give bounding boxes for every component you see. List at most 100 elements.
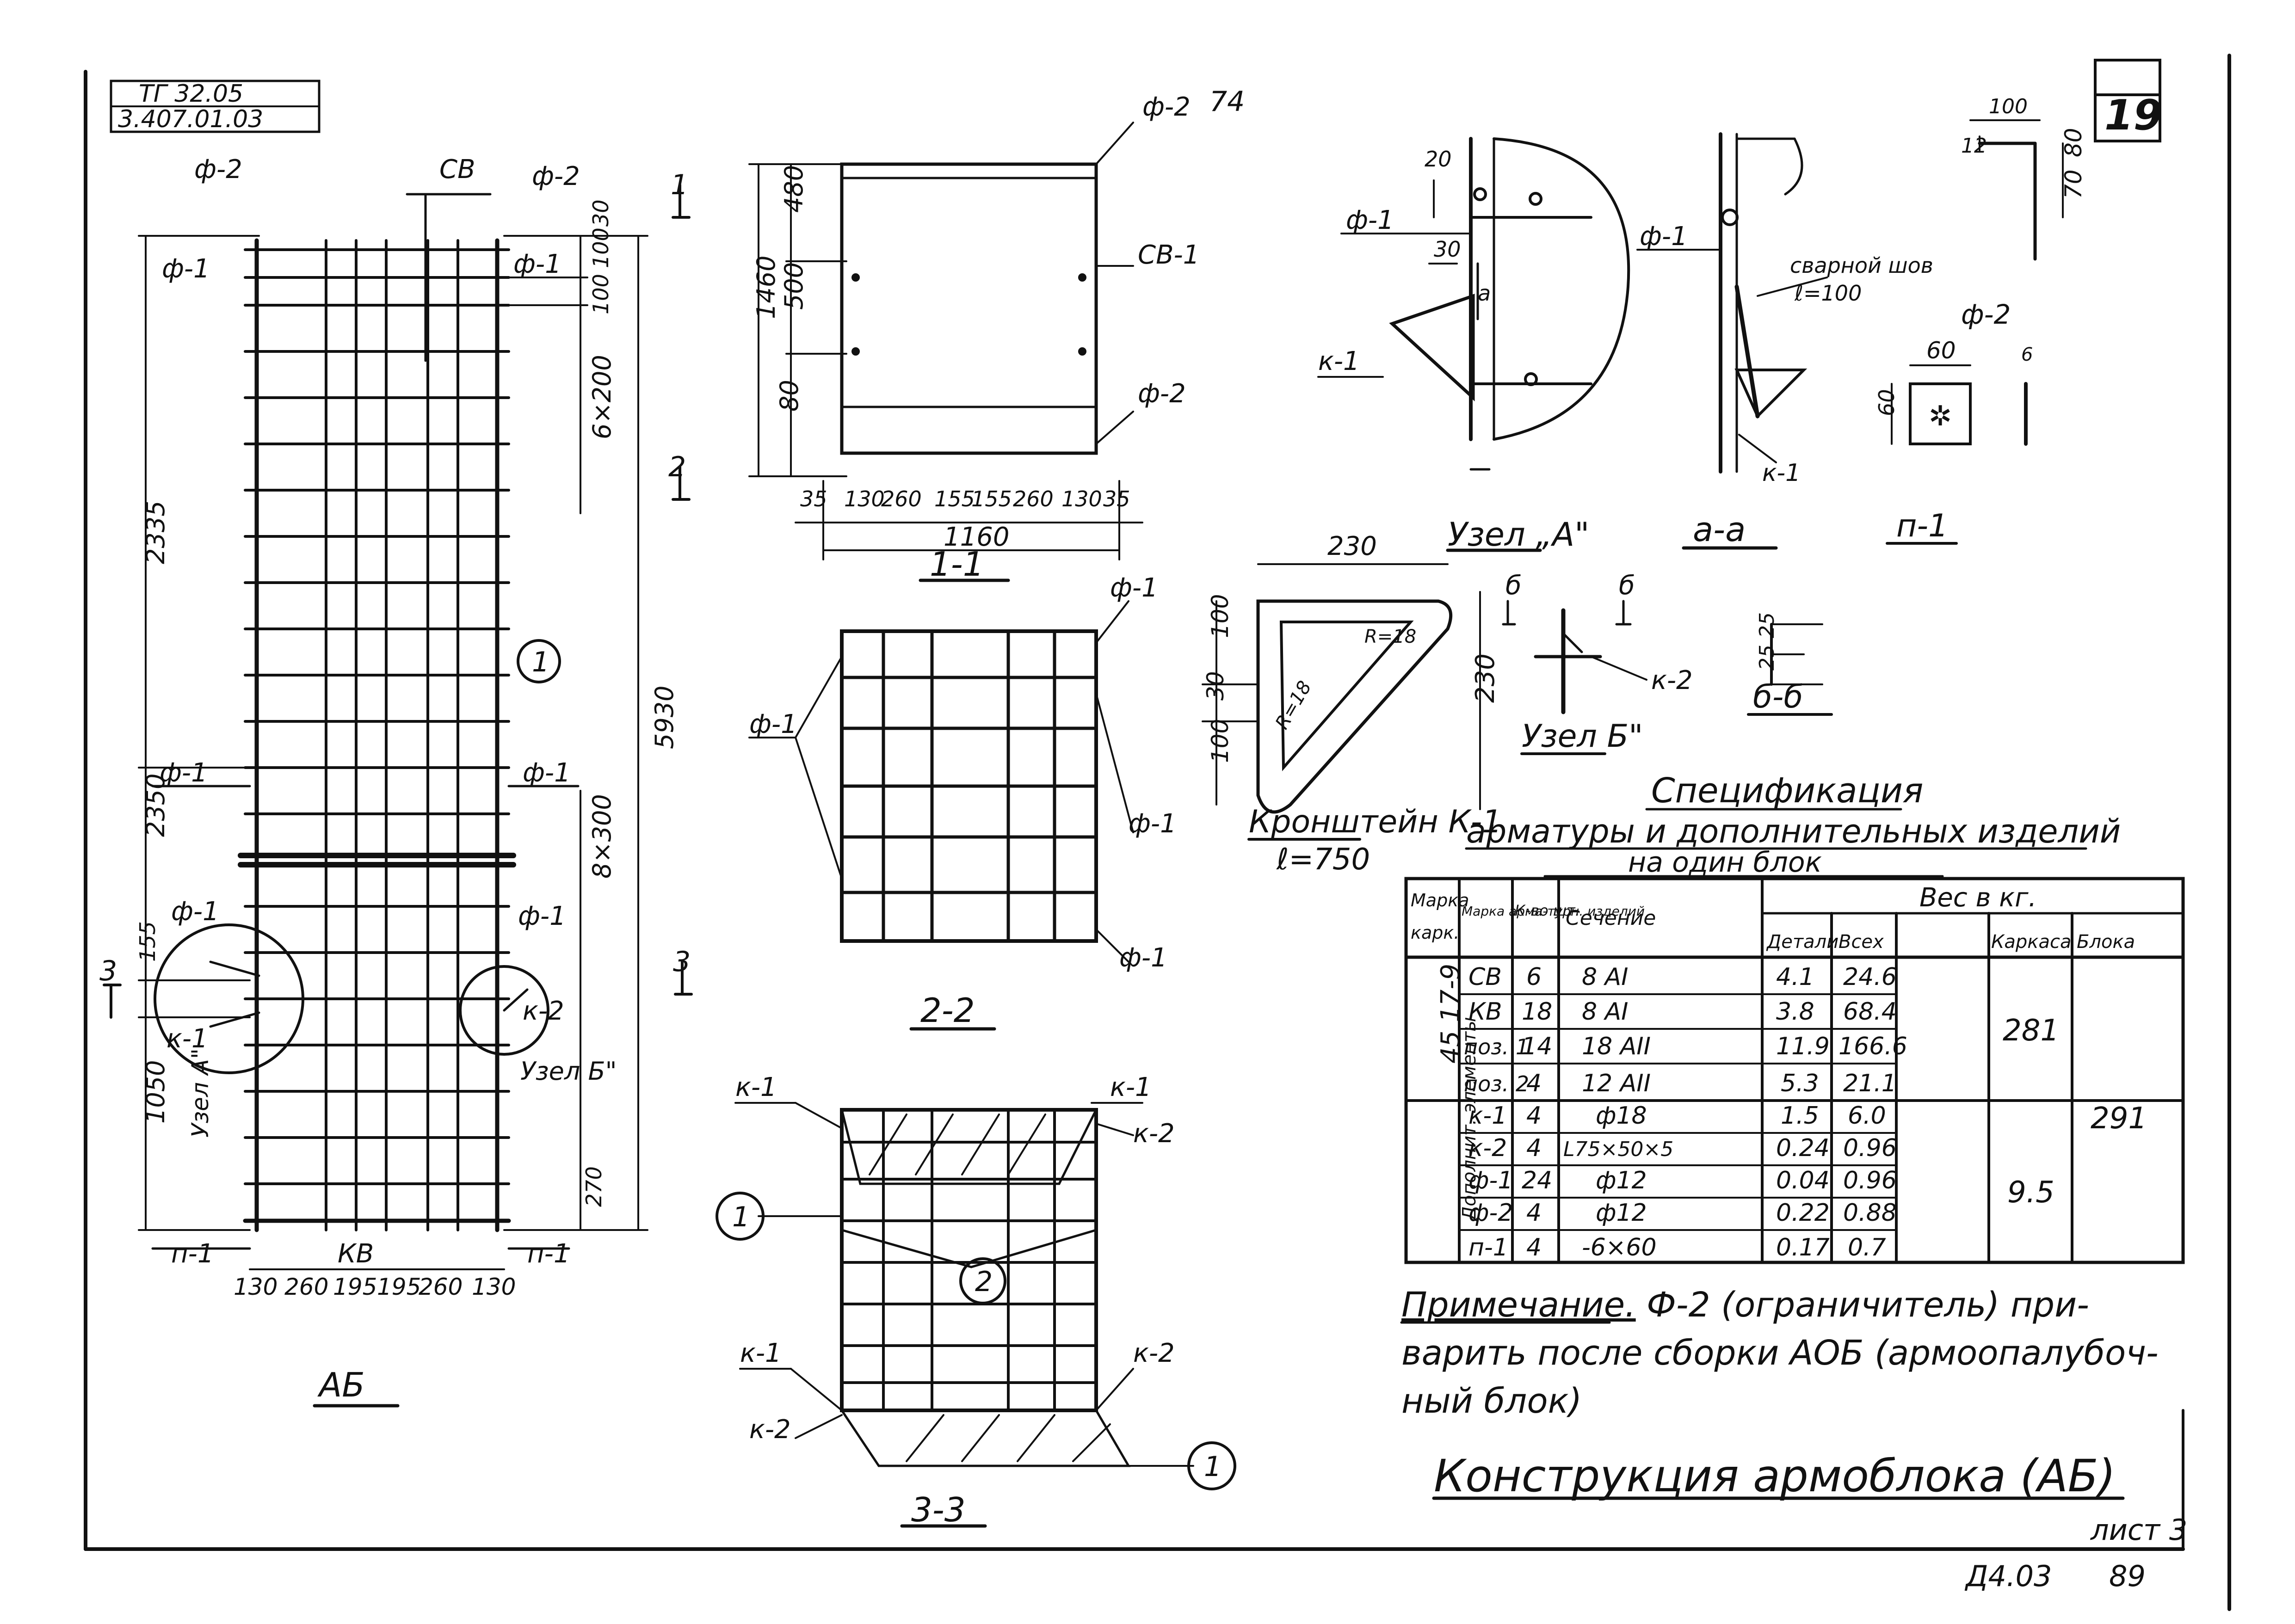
label-b-right: б [1619,571,1635,601]
label-f1-mid-right: ф-1 [523,758,571,788]
row1-section: 8 АI [1582,998,1629,1026]
drawing-title: Конструкция армоблока (АБ) [1434,1450,2116,1502]
label-b-left: б [1505,571,1522,601]
dim-1-1-bottom-4: 155 [971,486,1012,511]
dim-bottom-4: 260 [419,1273,463,1300]
row0-count: 6 [1526,963,1542,991]
hdr-count: К-во шт. [1515,902,1580,919]
dim-1-1-bottom-0: 35 [800,486,827,511]
label-weld-length: ℓ=100 [1794,281,1862,306]
row3-count: 4 [1526,1070,1542,1097]
label-p1-left: п-1 [171,1239,214,1269]
plate-p1-drawing [1886,364,2028,545]
row8-count: 4 [1526,1234,1542,1261]
dim-1-1-bottom-2: 260 [881,486,922,511]
row6-item: ф-1 [1468,1167,1513,1194]
callout-1-3-3-left: 1 [732,1201,750,1233]
spec-title-2: арматуры и дополнительных изделий [1466,812,2121,850]
dim-100: 100 [588,274,613,314]
plate-f2-label: ф-2 [1961,299,2011,330]
row5-count: 4 [1526,1134,1542,1162]
dim-25a: 25 [1755,612,1779,638]
section-mark-2: 2 [668,451,686,483]
row2-count: 14 [1522,1033,1552,1060]
dim-2350: 2350 [141,774,170,837]
row8-item: п-1 [1468,1234,1508,1261]
row8-total: 0.7 [1848,1234,1886,1261]
dim-480: 480 [779,165,808,213]
row0-section: 8 АI [1582,963,1629,991]
dim-bottom-5: 130 [472,1273,516,1300]
row4-detail: 1.5 [1781,1102,1819,1130]
hdr-mark: Марка [1411,890,1469,910]
row8-detail: 0.17 [1776,1234,1830,1261]
label-f1-a-a: ф-1 [1640,221,1688,252]
ab-title: АБ [317,1366,365,1404]
dim-1-1-bottom-7: 35 [1103,486,1130,511]
plate-star-icon: ✲ [1929,400,1952,432]
row7-total: 0.88 [1843,1199,1897,1227]
label-f1-mid-left: ф-1 [160,758,208,788]
row1-item: КВ [1468,998,1502,1026]
dim-top-30: 30 [588,199,613,227]
label-k1-3-3-right: к-1 [1110,1072,1152,1102]
spec-title-3: на один блок [1628,846,1822,879]
label-f2-top-left: ф-2 [194,154,242,185]
label-f1-2-2-right: ф-1 [1129,809,1177,839]
spec-table-lines [1404,877,2185,1264]
hdr-weight: Вес в кг. [1919,883,2036,913]
label-f1-uzel-a: ф-1 [1346,205,1394,235]
spec-rows: СВ 6 8 АI 4.1 24.6 КВ 18 8 АI 3.8 68.4 п… [1464,963,1907,1261]
dim-30-bracket: 30 [1202,671,1229,701]
dim-angle-80: 80 [2060,128,2087,157]
label-k2-3-3-low-right: к-2 [1133,1338,1175,1368]
stamp-line-1: ТГ 32.05 [139,80,243,108]
label-k2-uzel-b: к-2 [1651,665,1693,695]
row8-section: -6×60 [1582,1234,1657,1261]
dim-1-1-bottom-3: 155 [934,486,975,511]
stamp-line-2: 3.407.01.03 [118,105,263,133]
label-k1-uzel-a: к-1 [1318,346,1360,376]
dim-top-100: 100 [588,228,613,268]
uzel-b-circle [459,965,549,1056]
dim-270: 270 [581,1166,606,1207]
section-a-a-drawing [1636,132,1828,550]
row1-detail: 3.8 [1776,998,1814,1026]
dim-plate-60: 60 [1926,337,1956,364]
section-mark-3-left: 3 [99,955,117,987]
uzel-a-title: Узел „А" [1448,516,1589,554]
callout-1-circle [517,639,561,683]
section-3-3-drawing [734,1102,1194,1528]
row5-detail: 0.24 [1776,1134,1830,1162]
row5-section: L75×50×5 [1563,1138,1673,1161]
label-kv: КВ [338,1239,374,1269]
row7-item: ф-2 [1468,1199,1513,1227]
dim-angle-12: 12 [1961,134,1987,158]
dim-1-1-bottom-1: 130 [844,486,885,511]
label-f1-top-right: ф-1 [513,249,561,279]
row3-item: поз. 2 [1464,1071,1529,1096]
callout-1-ab: 1 [532,646,549,678]
label-f1-low-left: ф-1 [171,897,219,927]
row6-count: 24 [1522,1167,1552,1194]
label-k1-a-a: к-1 [1762,459,1801,487]
dim-100-bottom: 100 [1207,719,1234,763]
bracket-k1-drawing [1202,563,1481,841]
dim-20: 20 [1425,147,1452,172]
row2-item: поз. 1 [1464,1034,1529,1059]
dim-1160: 1160 [944,522,1010,552]
row1-total: 68.4 [1843,998,1897,1026]
section-2-2-title: 2-2 [920,991,975,1030]
note-text-block: Примечание. Ф-2 (ограничитель) при-варит… [1401,1281,2188,1425]
dim-1-1-bottom-5: 260 [1013,486,1054,511]
label-f2-top-right: ф-2 [532,161,580,191]
row4-count: 4 [1526,1102,1542,1130]
group2-label: Дополнит. элементы [1459,1017,1480,1222]
dim-80: 80 [775,380,804,412]
label-f2-1-1-top: ф-2 [1142,92,1191,122]
row7-detail: 0.22 [1776,1199,1830,1227]
dim-230-side: 230 [1470,653,1500,703]
mark-a: а [1478,281,1491,306]
section-1-1-title: 1-1 [930,545,984,584]
